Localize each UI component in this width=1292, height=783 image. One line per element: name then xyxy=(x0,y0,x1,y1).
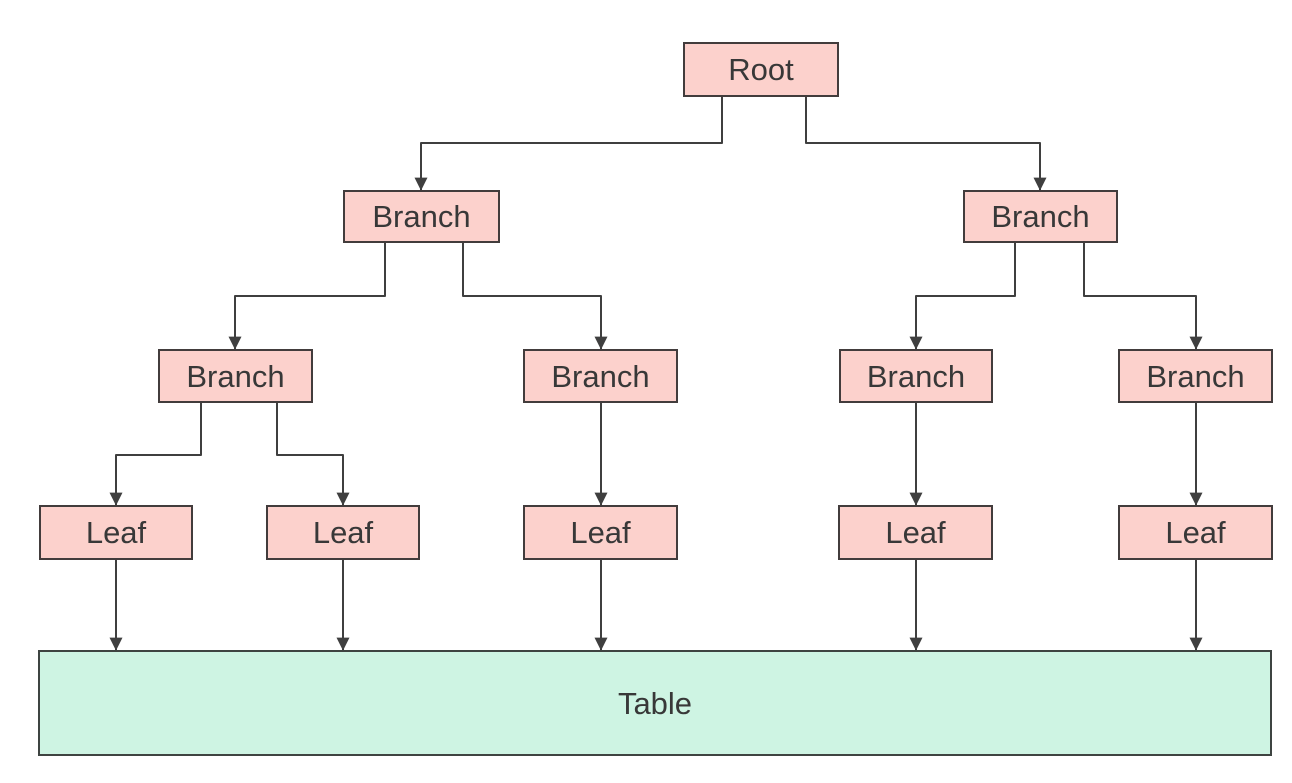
connector-branch-l-to-branch-ll xyxy=(228,243,386,350)
connector-branch-r-to-branch-rr xyxy=(1083,243,1203,350)
node-branch-r: Branch xyxy=(963,190,1118,243)
node-branch-ll: Branch xyxy=(158,349,313,403)
node-leaf-5: Leaf xyxy=(1118,505,1273,560)
connector-branch-ll-to-leaf-1 xyxy=(109,403,202,506)
connector-branch-ll-to-leaf-2 xyxy=(276,403,350,506)
connector-branch-r-to-branch-rl xyxy=(909,243,1016,350)
node-leaf-2: Leaf xyxy=(266,505,420,560)
node-leaf-3: Leaf xyxy=(523,505,678,560)
connector-branch-l-to-branch-lr xyxy=(462,243,608,350)
node-root: Root xyxy=(683,42,839,97)
node-branch-lr: Branch xyxy=(523,349,678,403)
node-branch-rl: Branch xyxy=(839,349,993,403)
connector-root-to-branch-l xyxy=(414,97,723,191)
node-leaf-1: Leaf xyxy=(39,505,193,560)
node-leaf-4: Leaf xyxy=(838,505,993,560)
node-table: Table xyxy=(38,650,1272,756)
node-branch-rr: Branch xyxy=(1118,349,1273,403)
node-branch-l: Branch xyxy=(343,190,500,243)
connector-root-to-branch-r xyxy=(805,97,1047,191)
